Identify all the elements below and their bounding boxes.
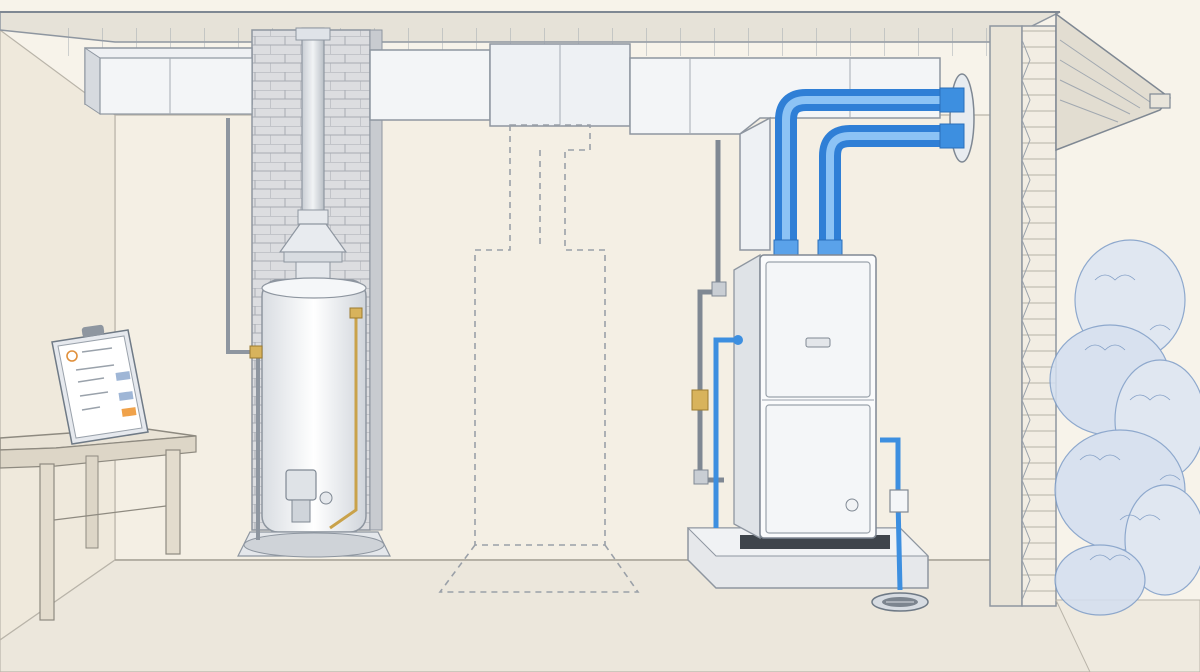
gutter — [1149, 93, 1171, 109]
draft-hood — [278, 223, 348, 253]
gas-line — [691, 140, 727, 485]
roof-eave — [1055, 12, 1172, 152]
exterior-shrub — [1049, 239, 1200, 616]
exterior-siding — [1021, 25, 1057, 607]
water-heater — [237, 27, 391, 558]
exterior-wall-section — [989, 12, 1200, 672]
furnace-handle — [805, 337, 831, 348]
chimney-flue — [301, 27, 325, 219]
gas-control-valve — [285, 469, 317, 501]
condensate-line — [713, 335, 909, 591]
pvc-vent-pipes — [773, 73, 975, 257]
relief-valve-pipe — [329, 312, 358, 530]
furnace-upper-panel — [765, 261, 871, 398]
furnace-viewport — [845, 498, 859, 512]
gas-shutoff-valve — [691, 389, 709, 411]
condensate-trap — [889, 489, 909, 513]
outside-ground — [1055, 599, 1200, 672]
insulation-zigzag — [1021, 39, 1031, 601]
wall-stud — [989, 25, 1023, 607]
floor-drain — [871, 592, 929, 612]
furnace-lower-panel — [765, 404, 871, 534]
removed-appliance-outline — [438, 124, 640, 593]
clipboard-checklist — [51, 324, 149, 445]
water-supply-pipes — [226, 118, 263, 540]
checklist-marker-icon — [66, 350, 78, 362]
